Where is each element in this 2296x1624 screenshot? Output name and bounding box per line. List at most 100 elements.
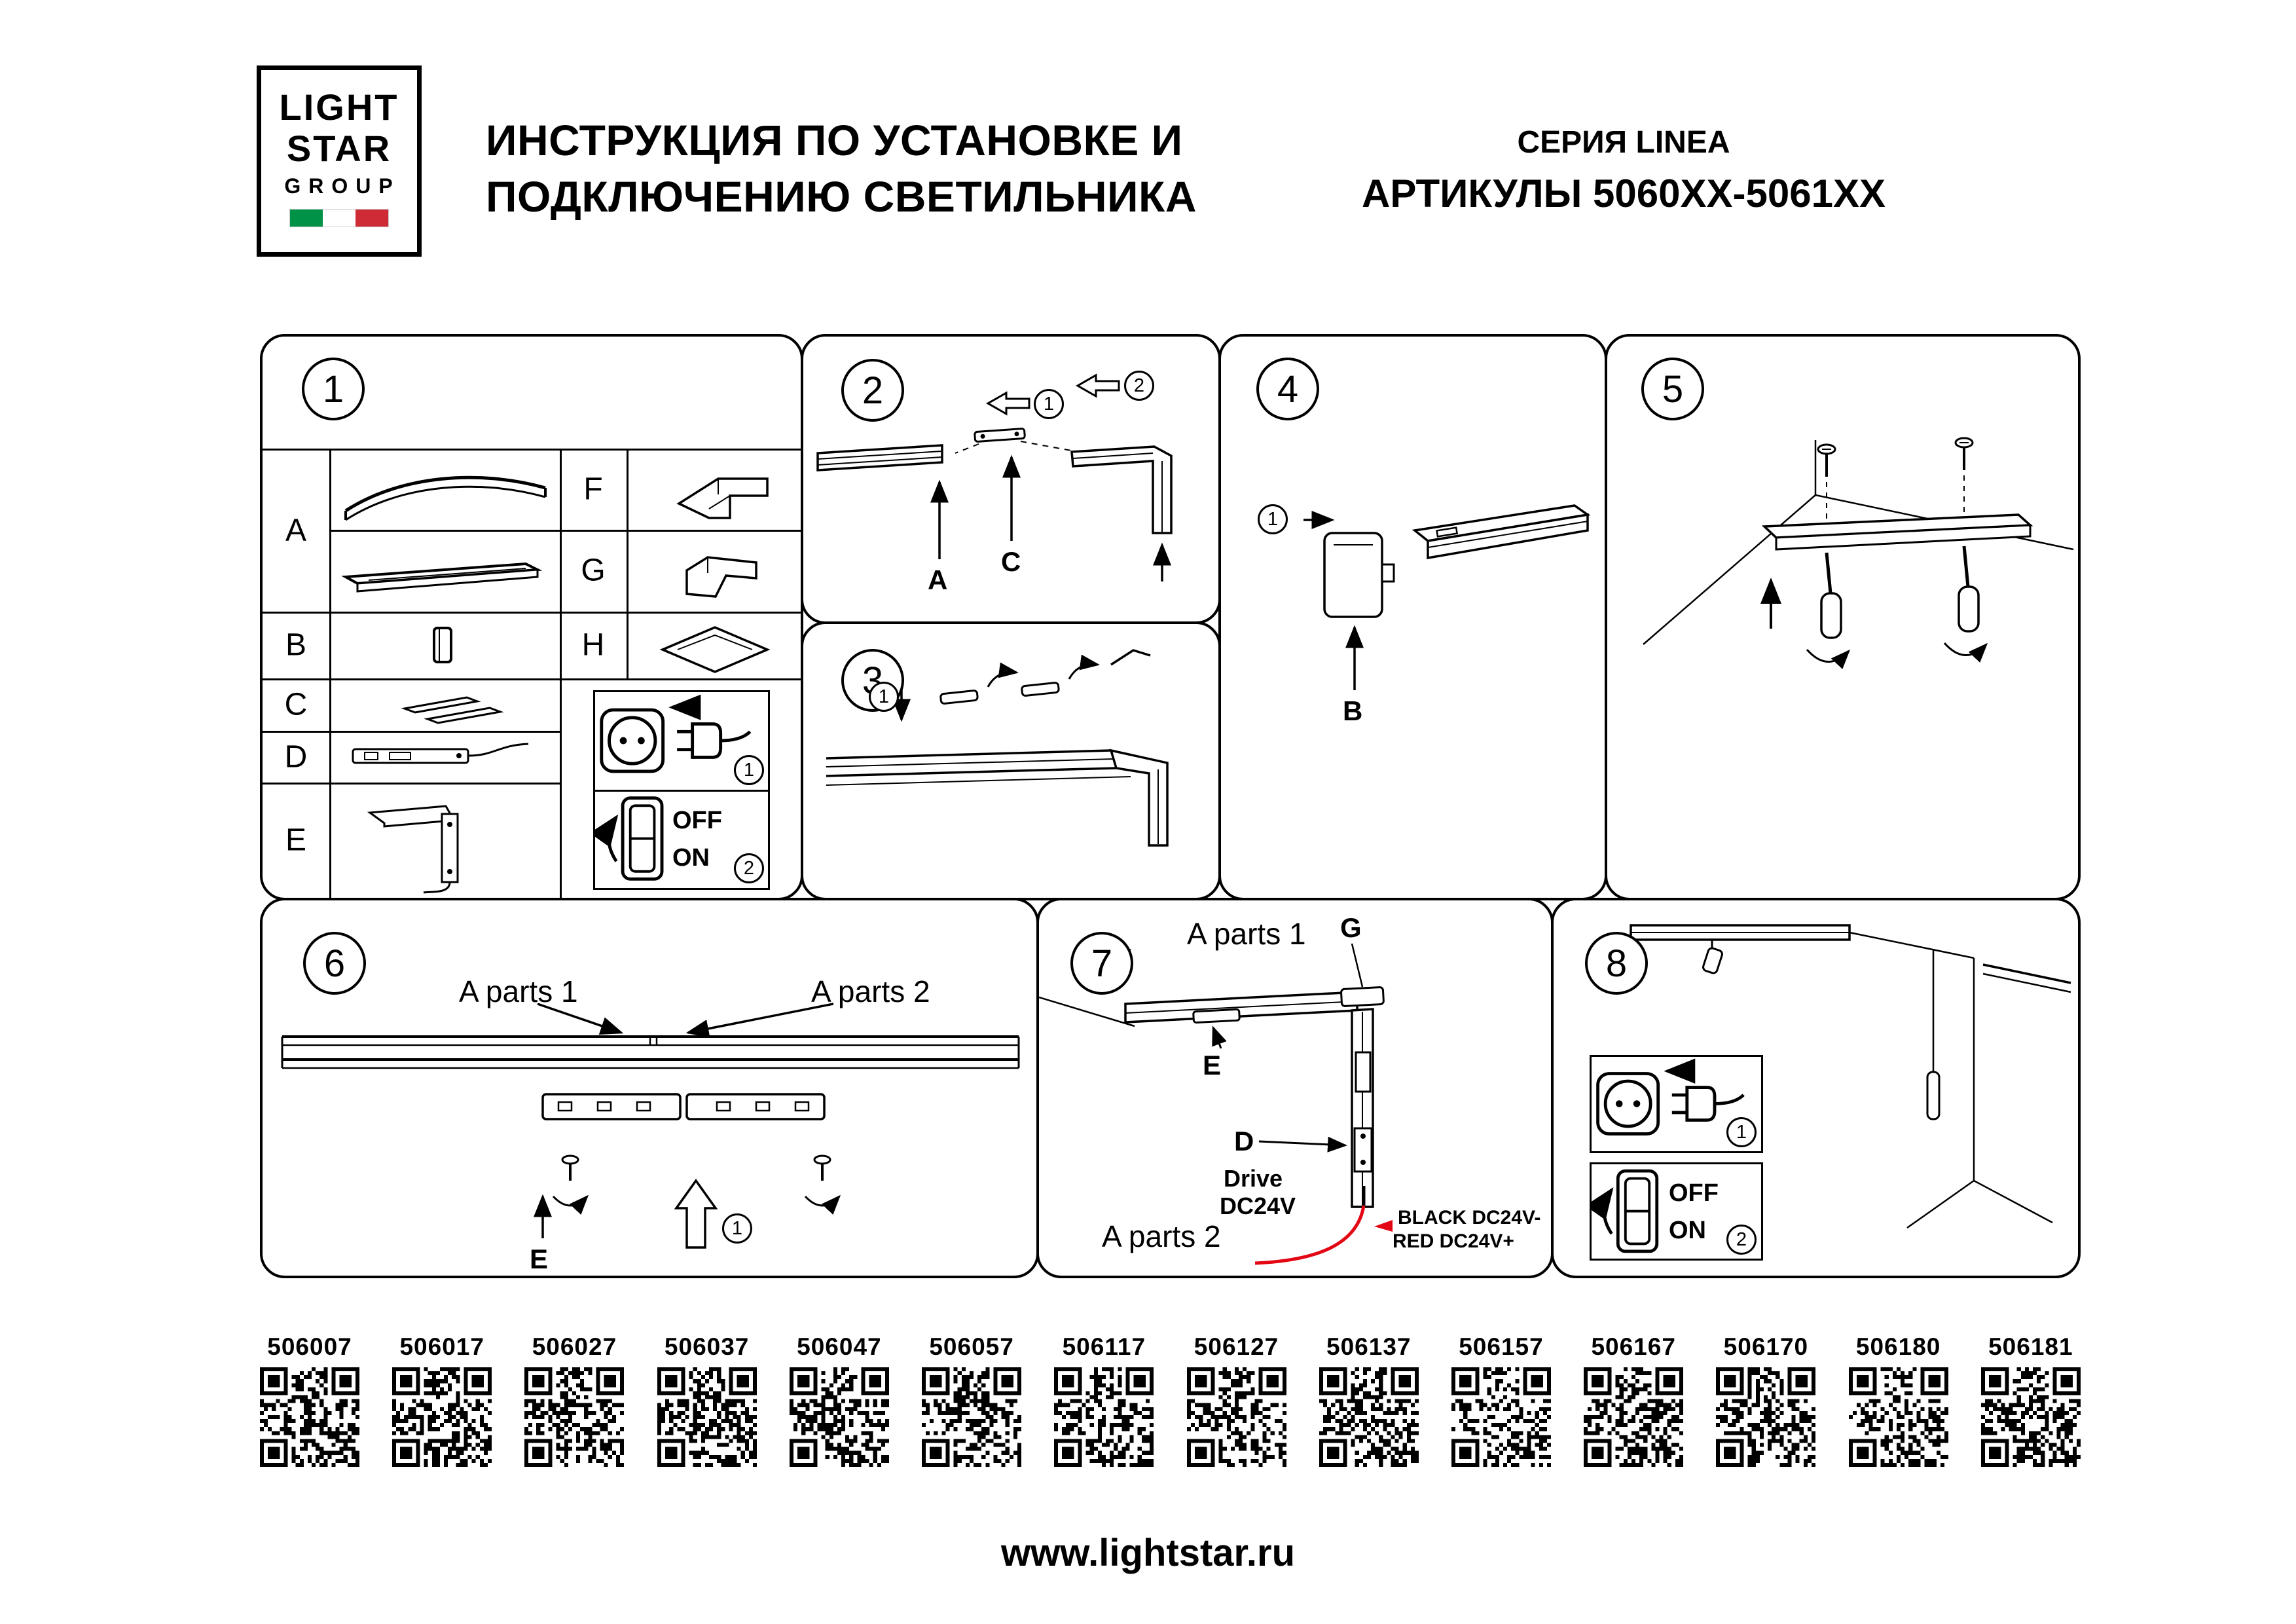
part-letter-d: D: [284, 739, 308, 775]
lightstar-logo: LIGHT STAR GROUP: [257, 65, 422, 257]
off-label: OFF: [1669, 1179, 1719, 1207]
qr-item: 506007: [260, 1333, 359, 1467]
qr-item: 506157: [1451, 1333, 1551, 1467]
qr-article-number: 506117: [1062, 1333, 1146, 1360]
step-number-6: 6: [303, 932, 366, 995]
flag-green-stripe: [290, 210, 323, 227]
rotate-arrow: [804, 1194, 841, 1215]
step-number-1-text: 1: [322, 367, 344, 411]
flag-white-stripe: [323, 210, 355, 227]
label-a: A: [928, 564, 948, 595]
label-c: C: [1001, 546, 1021, 577]
label-e-arrow: [1212, 1025, 1227, 1049]
lift-arrow-outline: [674, 1178, 718, 1249]
corner-drive-icon: [367, 805, 459, 894]
off-label: OFF: [672, 807, 722, 834]
screwdriver-1: [1806, 552, 1851, 669]
wall-socket-icon: [600, 708, 665, 773]
corner-track: [1070, 445, 1173, 534]
step-insert-text: 1: [1043, 393, 1055, 415]
qr-item: 506057: [922, 1333, 1022, 1467]
spot-light: [1702, 940, 1723, 974]
step-1-circle: 1: [734, 755, 764, 785]
step-text: 1: [731, 1217, 743, 1239]
fix-screw-2: [804, 1154, 841, 1215]
articles-label: АРТИКУЛЫ 5060XX-5061XX: [1361, 172, 1886, 215]
qr-article-number: 506157: [1459, 1333, 1544, 1360]
qr-item: 506027: [524, 1333, 625, 1467]
socket-plug-icon: [600, 694, 752, 773]
wire-label-arrow: [1374, 1220, 1393, 1232]
qr-item: 506181: [1980, 1333, 2081, 1467]
qr-item: 506180: [1848, 1333, 1948, 1467]
on-label: ON: [672, 844, 710, 872]
logo-star: STAR: [286, 127, 392, 169]
drive-plate-icon: [352, 743, 529, 764]
qr-article-number: 506047: [797, 1333, 882, 1360]
cover-clip-2: [1021, 682, 1060, 697]
step-circle: 1: [869, 682, 899, 712]
step-number-2-text: 2: [862, 369, 884, 412]
step-number-5: 5: [1641, 358, 1704, 420]
connector-c: [974, 428, 1026, 443]
track-joining-diagram: [281, 1003, 1020, 1249]
plug-in-step: 1: [1592, 1057, 1761, 1151]
switch-icon: [595, 796, 664, 881]
wire-red-label: RED DC24V+: [1393, 1230, 1514, 1252]
grid-line: [329, 530, 801, 532]
step-number-4-text: 4: [1277, 367, 1299, 411]
qr-item: 506037: [657, 1333, 757, 1467]
qr-article-number: 506027: [532, 1333, 617, 1360]
qr-item: 506017: [392, 1333, 492, 1467]
step-number-4: 4: [1256, 358, 1319, 420]
flip-arrow: [595, 814, 619, 862]
label-d: D: [1234, 1126, 1254, 1156]
power-connection-inset: 1 OFF ON 2: [593, 690, 770, 890]
series-label: СЕРИЯ LINEA: [1517, 125, 1730, 160]
a-parts-2-arrow: [685, 1003, 834, 1038]
drive-label: Drive: [1224, 1165, 1283, 1192]
step-text: 1: [1267, 508, 1279, 530]
straight-track-icon: [341, 562, 543, 593]
grid-line: [627, 449, 629, 678]
part-letter-e: E: [285, 822, 307, 858]
corner-connector-f-icon: [676, 477, 769, 519]
flag-red-stripe: [355, 210, 388, 227]
grid-line: [263, 731, 560, 733]
a-parts-2-label: A parts 2: [1102, 1219, 1221, 1253]
page-title: ИНСТРУКЦИЯ ПО УСТАНОВКЕ И ПОДКЛЮЧЕНИЮ СВ…: [486, 113, 1197, 225]
cover-clip-1: [939, 690, 979, 705]
end-cap-icon: [433, 627, 452, 663]
label-e: E: [1203, 1050, 1222, 1080]
switch-on-step: OFF ON 2: [595, 790, 768, 888]
wire-black-label: BLACK DC24V-: [1398, 1207, 1541, 1228]
track-3d: [1412, 504, 1591, 560]
wall-track: [1982, 963, 2071, 993]
title-line-1: ИНСТРУКЦИЯ ПО УСТАНОВКЕ И: [486, 116, 1183, 164]
vertical-track: [1351, 1008, 1374, 1208]
plug-icon: [677, 722, 752, 759]
socket-plug-icon: [1596, 1058, 1745, 1135]
a-parts-1-label: A parts 1: [1187, 917, 1306, 951]
logo-group: GROUP: [284, 174, 401, 198]
step-circle: 1: [1258, 504, 1288, 534]
step-number-7: 7: [1070, 932, 1133, 995]
g-leader-line: [1351, 943, 1364, 987]
curved-track-icon: [344, 475, 547, 521]
qr-item: 506127: [1186, 1333, 1286, 1467]
qr-code: [1980, 1367, 2081, 1467]
corner-connector-g: [1340, 986, 1385, 1007]
step-corner-text: 2: [1133, 375, 1145, 396]
switch-on-step: OFF ON 2: [1592, 1164, 1761, 1259]
corner-connector-g-icon: [685, 556, 757, 598]
rotate-arrow-2: [1068, 654, 1100, 680]
qr-item: 506167: [1584, 1333, 1684, 1467]
qr-article-number: 506037: [664, 1333, 750, 1360]
flip-arrow: [1592, 1187, 1614, 1235]
title-line-2: ПОДКЛЮЧЕНИЮ СВЕТИЛЬНИКА: [486, 172, 1197, 221]
pendant-lamp: [1926, 949, 1941, 1120]
step-circle: 1: [722, 1213, 752, 1244]
qr-code: [922, 1367, 1022, 1467]
panel-3-cover-installation: 3 1: [801, 621, 1221, 900]
